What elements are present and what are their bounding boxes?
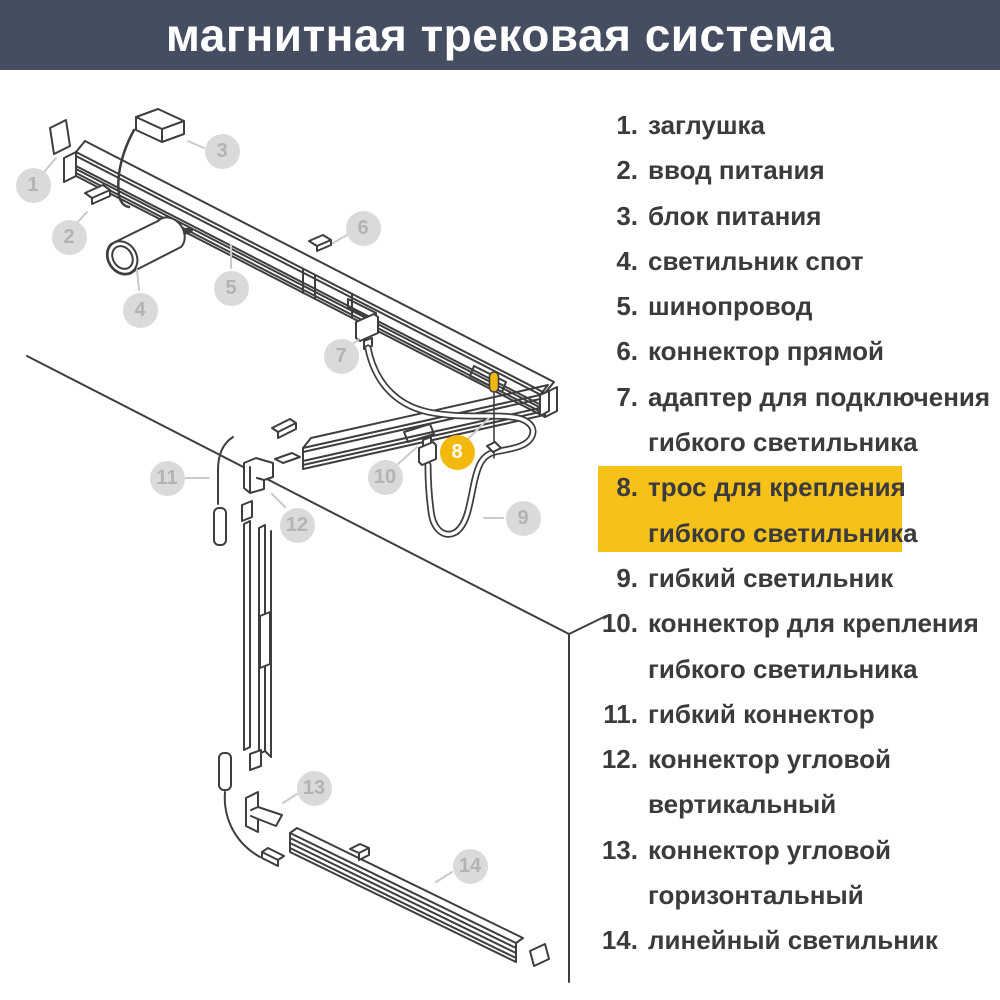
legend-item: 4. светильник спот [560, 239, 995, 284]
callout-number: 14 [458, 855, 482, 877]
legend-item-number: 13. [601, 834, 638, 865]
spotlight-part [102, 217, 190, 279]
legend-item: 3. блок питания [560, 194, 995, 239]
end-cap-part [50, 120, 70, 154]
callout-number: 3 [216, 140, 228, 162]
legend-item-number: 2. [616, 155, 638, 186]
callout-badge-5: 5 [213, 270, 249, 306]
callout-badge-13: 13 [296, 770, 332, 806]
callout-badge-10: 10 [367, 459, 403, 495]
legend-item-number: 12. [601, 744, 638, 775]
legend-item: 14. линейный светильник [560, 918, 995, 963]
callout-number: 5 [225, 277, 237, 299]
legend-item: 9. гибкий светильник [560, 556, 995, 601]
callout-badge-6: 6 [345, 210, 381, 246]
power-input-part [85, 185, 110, 204]
corner-stub-part [272, 419, 300, 463]
track-system-diagram [0, 0, 620, 1000]
legend-item-text: заглушка [648, 110, 765, 140]
legend-item-number: 9. [616, 562, 638, 593]
legend-item-text: светильник спот [648, 245, 864, 276]
page-title: магнитная трековая система [165, 9, 835, 61]
callout-number: 11 [156, 467, 178, 489]
legend-item-text: ввод питания [648, 155, 825, 186]
flexible-connector-part [214, 437, 233, 545]
legend-item-number: 11. [603, 698, 638, 729]
legend-item-number: 5. [616, 291, 638, 322]
callout-number: 13 [302, 777, 326, 799]
rope-anchor [490, 372, 499, 392]
legend-item-number: 6. [616, 336, 638, 367]
callout-number: 7 [335, 345, 347, 367]
legend-list: 1. заглушка 2. ввод питания 3. блок пита… [560, 103, 995, 964]
leader-lines [44, 141, 503, 882]
callout-badge-14: 14 [452, 848, 488, 884]
callout-badge-1: 1 [15, 167, 51, 203]
adapter-part [348, 299, 378, 349]
rope-mount-part [470, 366, 506, 458]
ceiling-track [64, 141, 557, 417]
legend-item: 11. гибкий коннектор [560, 692, 995, 737]
ceiling-track-branch [303, 385, 549, 469]
legend-item-text: линейный светильник [648, 925, 938, 956]
legend-item-number: 3. [616, 200, 638, 231]
legend-item-text: гибкий светильник [648, 562, 894, 593]
callout-badge-12: 12 [279, 507, 315, 543]
power-supply-part [118, 109, 184, 207]
legend-item-number: 1. [616, 110, 638, 140]
callout-badge-7: 7 [323, 338, 359, 374]
title-banner: магнитная трековая система [0, 0, 1000, 70]
callout-badge-11: 11 [149, 460, 185, 496]
callout-badge-2: 2 [51, 219, 87, 255]
callout-number: 10 [373, 466, 397, 488]
legend-item-number: 10. [601, 608, 638, 639]
callout-number: 12 [285, 514, 309, 536]
legend-item-text: блок питания [648, 200, 822, 231]
linear-light-part [290, 828, 549, 966]
callout-number: 6 [357, 217, 369, 239]
callout-number: 8 [451, 441, 463, 463]
straight-connector-part [309, 235, 331, 251]
callout-badge-8: 8 [439, 434, 475, 470]
legend-item-number: 8. [616, 472, 638, 503]
legend-item: 6. коннектор прямой [560, 329, 995, 374]
legend-item: 1. заглушка [560, 103, 995, 148]
legend-item-text: гибкий коннектор [648, 698, 875, 729]
legend-item-number: 14. [601, 925, 638, 956]
callout-number: 2 [63, 226, 75, 248]
legend-item: 2. ввод питания [560, 148, 995, 193]
wall-track [242, 501, 271, 770]
legend-item-number: 4. [616, 245, 638, 276]
corner-vertical-part [244, 458, 273, 493]
callout-number: 9 [517, 507, 529, 529]
legend-item-text: коннектор прямой [648, 336, 884, 367]
legend-item-number: 7. [616, 381, 638, 412]
callout-badge-4: 4 [122, 292, 158, 328]
callout-badge-9: 9 [505, 500, 541, 536]
legend-item-text: шинопровод [648, 291, 813, 322]
callout-badge-3: 3 [204, 133, 240, 169]
callout-number: 1 [27, 174, 39, 196]
flexible-light-connector-part [404, 424, 436, 465]
corner-horizontal-part [219, 753, 284, 866]
room-edges [27, 356, 606, 982]
callout-number: 4 [134, 299, 146, 321]
legend-item: 5. шинопровод [560, 284, 995, 329]
